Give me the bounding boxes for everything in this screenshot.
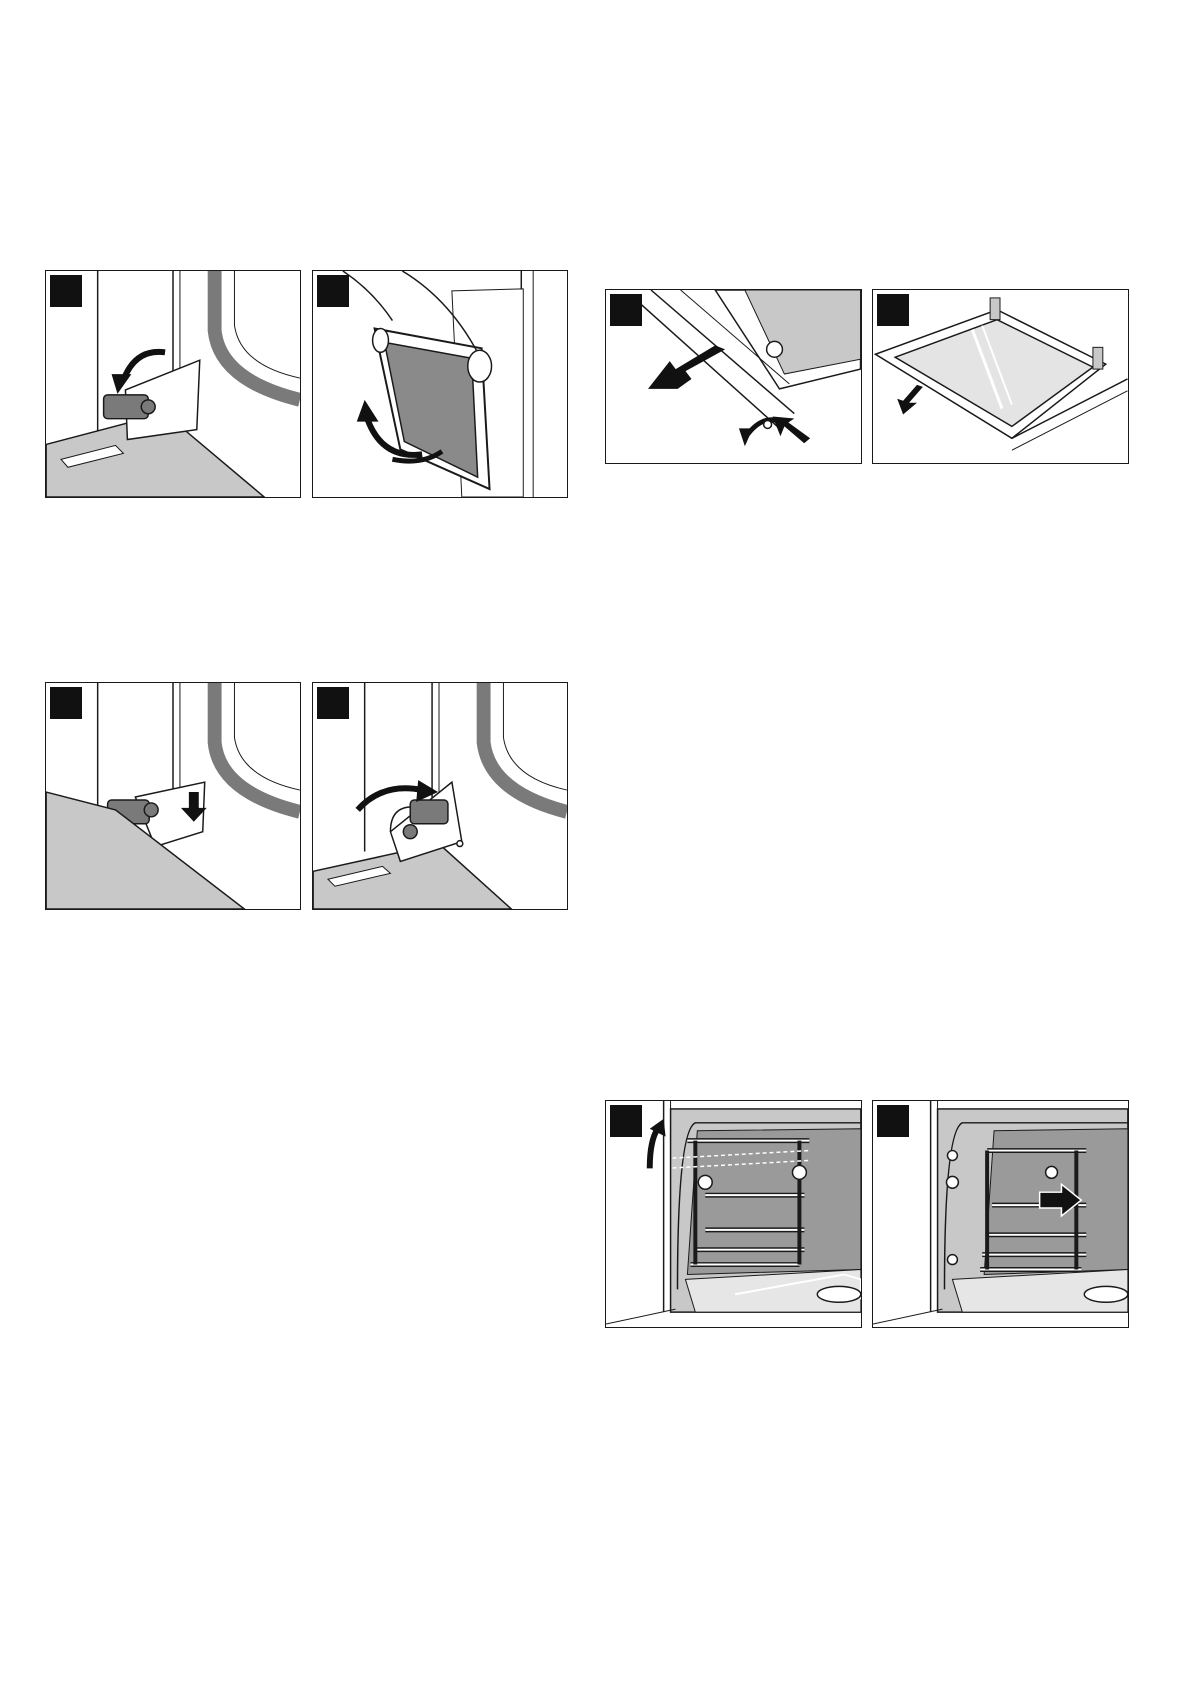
door-pane-release-illustration [606, 290, 861, 463]
step-badge [317, 275, 349, 307]
step-badge [317, 687, 349, 719]
hinge-lever-insert-illustration [46, 683, 300, 909]
hinge-lever-close-illustration [313, 683, 567, 909]
step-badge [50, 687, 82, 719]
figure-door-pane-release [605, 289, 862, 464]
figure-door-lift-off [312, 270, 568, 498]
step-badge [610, 1105, 642, 1137]
figure-hinge-lever-insert [45, 682, 301, 910]
figure-shelf-rail-pull [872, 1100, 1129, 1328]
step-badge [877, 1105, 909, 1137]
step-badge [877, 294, 909, 326]
step-badge [50, 275, 82, 307]
hinge-lever-open-illustration [46, 271, 300, 497]
shelf-rail-lift-illustration [606, 1101, 861, 1327]
step-badge [610, 294, 642, 326]
shelf-rail-pull-illustration [873, 1101, 1128, 1327]
figure-hinge-lever-open [45, 270, 301, 498]
door-lift-off-illustration [313, 271, 567, 497]
figure-hinge-lever-close [312, 682, 568, 910]
door-pane-remove-illustration [873, 290, 1128, 463]
figure-shelf-rail-lift [605, 1100, 862, 1328]
figure-door-pane-remove [872, 289, 1129, 464]
